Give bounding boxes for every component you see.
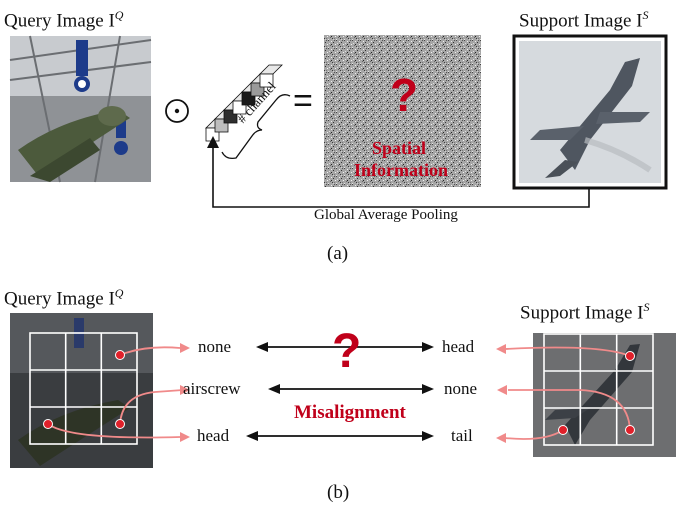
question-mark-b: ? [332, 325, 362, 378]
query-image-a [9, 35, 152, 183]
support-points [558, 351, 635, 435]
caption-a: (a) [327, 243, 349, 264]
equals-sign: = [293, 82, 313, 120]
spatial-information-image [324, 35, 481, 187]
left-word-2: airscrew [183, 379, 241, 398]
left-word-3: head [197, 426, 230, 445]
spatial-label-line2: Information [354, 160, 448, 180]
channel-cube [259, 73, 274, 88]
support-image-label-a: Support Image IS [519, 8, 649, 32]
support-image-label-b: Support Image IS [520, 300, 650, 324]
right-word-2: none [444, 379, 478, 398]
right-word-3: tail [451, 426, 473, 445]
correspondence-arrows [256, 346, 424, 437]
query-image-label-b: Query Image IQ [4, 286, 124, 310]
channel-vector-icon [205, 64, 283, 142]
right-word-1: head [442, 337, 475, 356]
odot-icon [165, 99, 189, 123]
query-image-label-a: Query Image IQ [4, 8, 124, 32]
query-points [43, 350, 125, 429]
caption-b: (b) [327, 482, 350, 503]
left-word-1: none [198, 337, 232, 356]
global-average-pooling-arrow [212, 146, 590, 208]
support-link-arrowheads [496, 344, 507, 443]
misalignment-label: Misalignment [294, 402, 406, 423]
question-mark-a: ? [390, 69, 419, 121]
spatial-label-line1: Spatial [372, 138, 427, 158]
support-image-a [512, 34, 668, 190]
query-link-arrowheads [180, 343, 190, 442]
query-grid [29, 332, 138, 445]
channel-brace [221, 94, 291, 160]
global-average-pooling-label: Global Average Pooling [314, 207, 458, 223]
